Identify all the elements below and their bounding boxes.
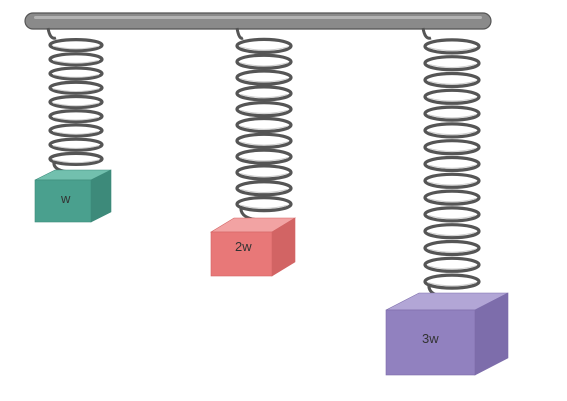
spring-coil — [235, 37, 293, 55]
spring-coil — [235, 53, 293, 70]
spring-coil — [48, 38, 104, 53]
spring-top-hook — [46, 27, 57, 40]
spring-coil — [235, 180, 293, 197]
spring-coil — [235, 132, 293, 149]
spring-coil-highlight — [239, 204, 289, 209]
spring-coil — [235, 85, 293, 102]
spring-coil-highlight — [427, 80, 477, 85]
spring-coil-highlight — [427, 181, 477, 186]
spring-1 — [46, 27, 104, 174]
spring-coil-highlight — [52, 145, 100, 149]
spring-coil-highlight — [427, 164, 477, 169]
support-bar — [24, 12, 492, 30]
spring-coil — [48, 109, 104, 124]
spring-coil-highlight — [427, 248, 477, 253]
spring-coil-highlight — [427, 282, 477, 287]
mass-label-w: w — [60, 191, 71, 206]
spring-coil-highlight — [52, 130, 100, 135]
spring-coil — [423, 38, 481, 55]
spring-coil — [235, 116, 293, 134]
spring-coil — [235, 101, 293, 118]
spring-coil — [423, 256, 481, 273]
spring-coil — [423, 105, 481, 122]
spring-coil — [423, 189, 481, 206]
spring-coil — [423, 122, 481, 139]
mass-block-3w: 3w — [385, 292, 509, 376]
spring-coil-highlight — [239, 172, 289, 178]
spring-coil-highlight — [239, 78, 289, 83]
spring-coil-highlight — [427, 265, 477, 270]
spring-coil-highlight — [52, 102, 100, 107]
spring-coil — [235, 164, 293, 181]
spring-coil — [48, 94, 104, 110]
spring-3 — [421, 27, 481, 299]
spring-coil-highlight — [239, 62, 289, 67]
spring-coil-highlight — [239, 141, 289, 146]
spring-coil — [423, 55, 481, 72]
spring-coil — [423, 206, 481, 223]
spring-coil-highlight — [427, 147, 477, 152]
mass-label-2w: 2w — [235, 239, 252, 254]
spring-coil — [423, 273, 481, 290]
spring-coil-highlight — [427, 231, 477, 236]
spring-coil — [423, 155, 481, 173]
mass-block-2w: 2w — [209, 217, 297, 277]
spring-top-hook — [421, 27, 432, 40]
spring-coil-highlight — [52, 116, 100, 121]
spring-coil — [235, 148, 293, 165]
spring-coil — [48, 137, 104, 152]
spring-coil — [48, 52, 104, 67]
spring-coil — [423, 71, 481, 89]
spring-coil-highlight — [239, 46, 289, 51]
spring-top-hook — [235, 27, 244, 40]
spring-coil-highlight — [239, 93, 289, 99]
spring-coil — [48, 80, 104, 95]
mass-block-w: w — [34, 169, 112, 223]
spring-coil — [48, 151, 104, 166]
spring-coil — [48, 66, 104, 81]
spring-coil — [423, 139, 481, 156]
spring-coil — [235, 69, 293, 86]
spring-coil-highlight — [427, 97, 477, 102]
spring-coil-highlight — [239, 188, 289, 194]
spring-coil-highlight — [52, 159, 100, 164]
spring-coil-highlight — [427, 198, 477, 203]
spring-coil-highlight — [52, 45, 100, 50]
spring-coil — [423, 239, 481, 257]
spring-coil-highlight — [52, 59, 100, 64]
spring-coil-highlight — [52, 88, 100, 93]
spring-coil-highlight — [427, 130, 477, 136]
spring-coil-highlight — [52, 74, 100, 78]
spring-coil — [235, 195, 293, 213]
spring-coil — [423, 223, 481, 240]
spring-coil — [48, 123, 104, 138]
spring-coil — [423, 172, 481, 189]
spring-coil-highlight — [427, 63, 477, 68]
spring-2 — [235, 27, 293, 222]
spring-coil-highlight — [239, 125, 289, 130]
spring-coil — [423, 88, 481, 105]
spring-coil-highlight — [239, 109, 289, 114]
mass-label-3w: 3w — [422, 331, 439, 346]
spring-coil-highlight — [427, 114, 477, 119]
spring-coil-highlight — [427, 46, 477, 52]
spring-coil-highlight — [239, 157, 289, 162]
spring-coil-highlight — [427, 214, 477, 220]
